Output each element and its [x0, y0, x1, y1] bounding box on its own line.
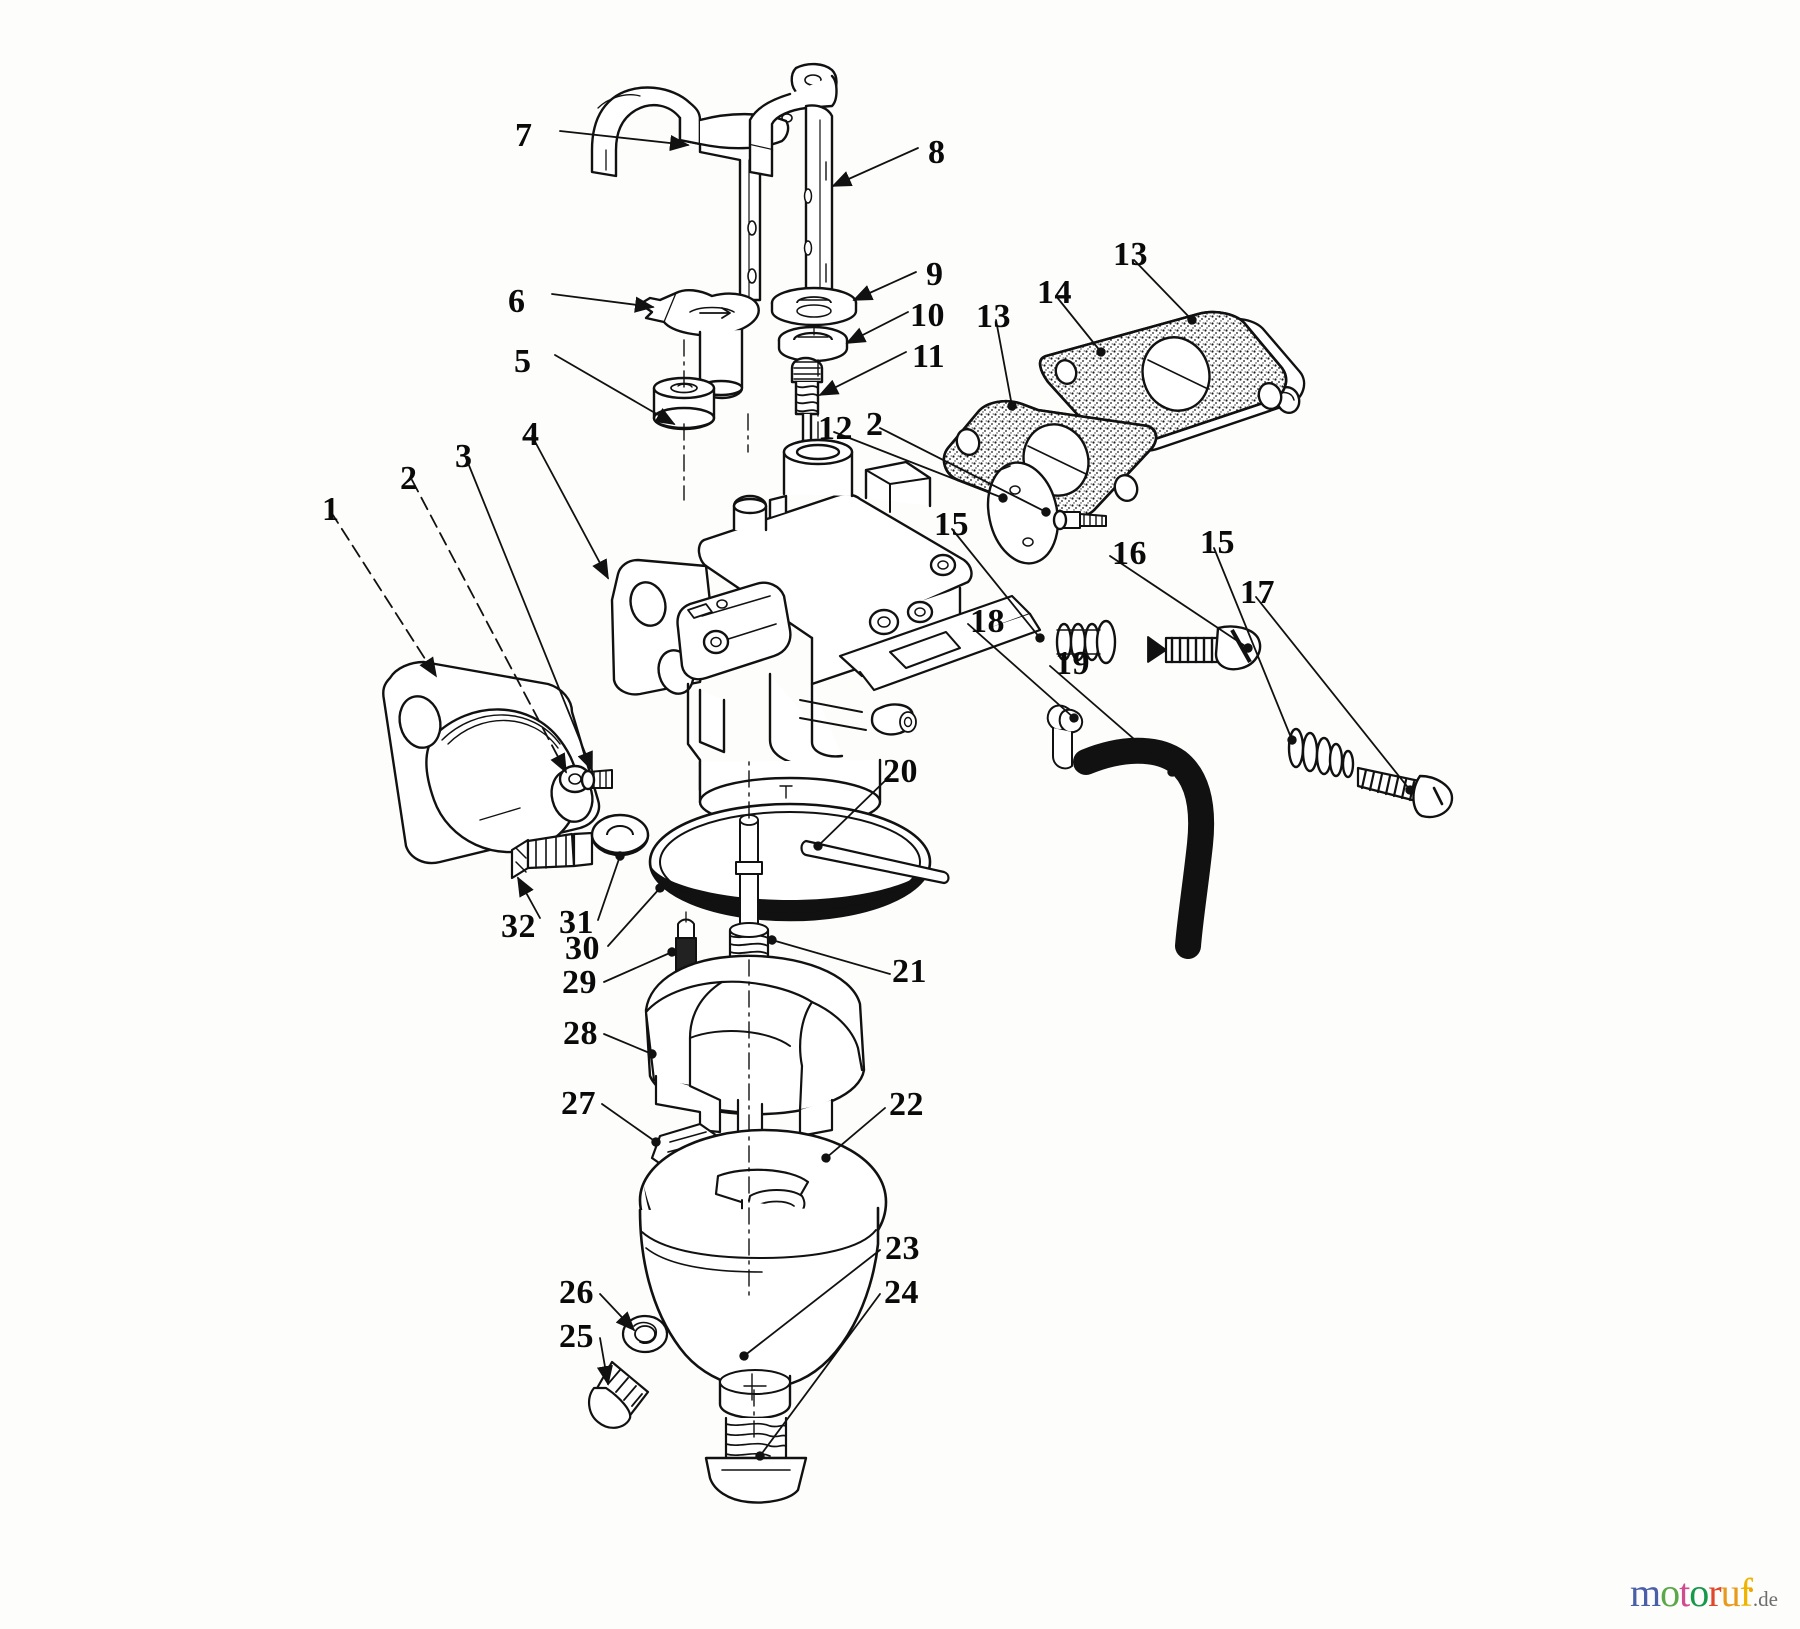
- callout-2a: 2: [400, 460, 418, 497]
- part-12-throttle-plate: [986, 461, 1060, 565]
- part-26-lock-washer: [621, 1314, 669, 1354]
- callout-16: 16: [1112, 535, 1147, 572]
- callout-20: 20: [883, 753, 918, 790]
- callout-15b: 15: [1200, 524, 1235, 561]
- callout-21: 21: [892, 953, 927, 990]
- callout-27: 27: [561, 1085, 596, 1122]
- part-8-throttle-shaft-lever: [748, 62, 838, 309]
- part-23-fuel-bowl: [638, 1206, 880, 1420]
- part-31-washer: [590, 813, 650, 857]
- callout-29: 29: [562, 964, 597, 1001]
- part-32-fuel-inlet-fitting: [510, 831, 594, 880]
- callout-14: 14: [1037, 274, 1072, 311]
- part-10-seal-washer: [777, 325, 849, 363]
- callout-22: 22: [889, 1086, 924, 1123]
- part-17-idle-mixture-screw: [1356, 766, 1454, 819]
- callout-2b: 2: [866, 406, 884, 443]
- part-24-drain-plug: [704, 1416, 808, 1504]
- callout-9: 9: [926, 256, 944, 293]
- part-20-float-hinge-pin: [800, 839, 950, 885]
- part-15-spring-idle-speed: [1055, 619, 1117, 665]
- part-2-screw-right: [1052, 509, 1107, 531]
- watermark-suffix: .de: [1752, 1587, 1778, 1611]
- callout-10: 10: [910, 297, 945, 334]
- callout-19: 19: [1055, 645, 1090, 682]
- watermark-letter-m: m: [1630, 1570, 1661, 1615]
- watermark-letter-o1: o: [1660, 1570, 1680, 1615]
- part-30-bowl-gasket: [648, 802, 932, 922]
- callout-17: 17: [1240, 574, 1275, 611]
- part-15-spring-idle-mixture: [1287, 727, 1355, 779]
- callout-18: 18: [970, 603, 1005, 640]
- watermark-letter-t: t: [1679, 1570, 1690, 1615]
- callout-26: 26: [559, 1274, 594, 1311]
- part-2-screw-left: [580, 769, 613, 791]
- part-1-mounting-gasket: [382, 660, 601, 865]
- callout-24: 24: [884, 1274, 919, 1311]
- callout-13b: 13: [976, 298, 1011, 335]
- callout-4: 4: [522, 416, 540, 453]
- callout-5: 5: [514, 343, 532, 380]
- site-watermark: motoruf.de: [1630, 1573, 1778, 1613]
- callout-13a: 13: [1113, 236, 1148, 273]
- callout-11: 11: [912, 338, 946, 375]
- callout-7: 7: [515, 117, 533, 154]
- watermark-letter-u: u: [1720, 1570, 1741, 1615]
- part-25-screw-bottom: [588, 1360, 650, 1429]
- watermark-dot-accent: [1748, 1587, 1753, 1592]
- part-9-washer: [770, 286, 858, 327]
- callout-15a: 15: [934, 506, 969, 543]
- callout-32: 32: [501, 908, 536, 945]
- callout-8: 8: [928, 134, 946, 171]
- part-13-insulator-gasket-upper: [1038, 310, 1288, 448]
- part-28-float-body: [644, 954, 866, 1142]
- callout-31: 31: [559, 904, 594, 941]
- callout-28: 28: [563, 1015, 598, 1052]
- part-19-fuel-hose: [1073, 737, 1215, 959]
- watermark-letter-o2: o: [1689, 1570, 1709, 1615]
- callout-30: 30: [565, 930, 600, 967]
- callout-23: 23: [885, 1230, 920, 1267]
- watermark-letter-r: r: [1708, 1570, 1721, 1615]
- part-21-main-jet: [728, 814, 770, 960]
- callout-3: 3: [455, 438, 473, 475]
- part-16-idle-speed-screw: [1147, 625, 1262, 671]
- callout-1: 1: [322, 491, 340, 528]
- callout-12: 12: [818, 410, 853, 447]
- watermark-letter-f: f: [1739, 1570, 1753, 1615]
- part-7-choke-lever: [590, 86, 793, 302]
- callout-6: 6: [508, 283, 526, 320]
- callout-25: 25: [559, 1318, 594, 1355]
